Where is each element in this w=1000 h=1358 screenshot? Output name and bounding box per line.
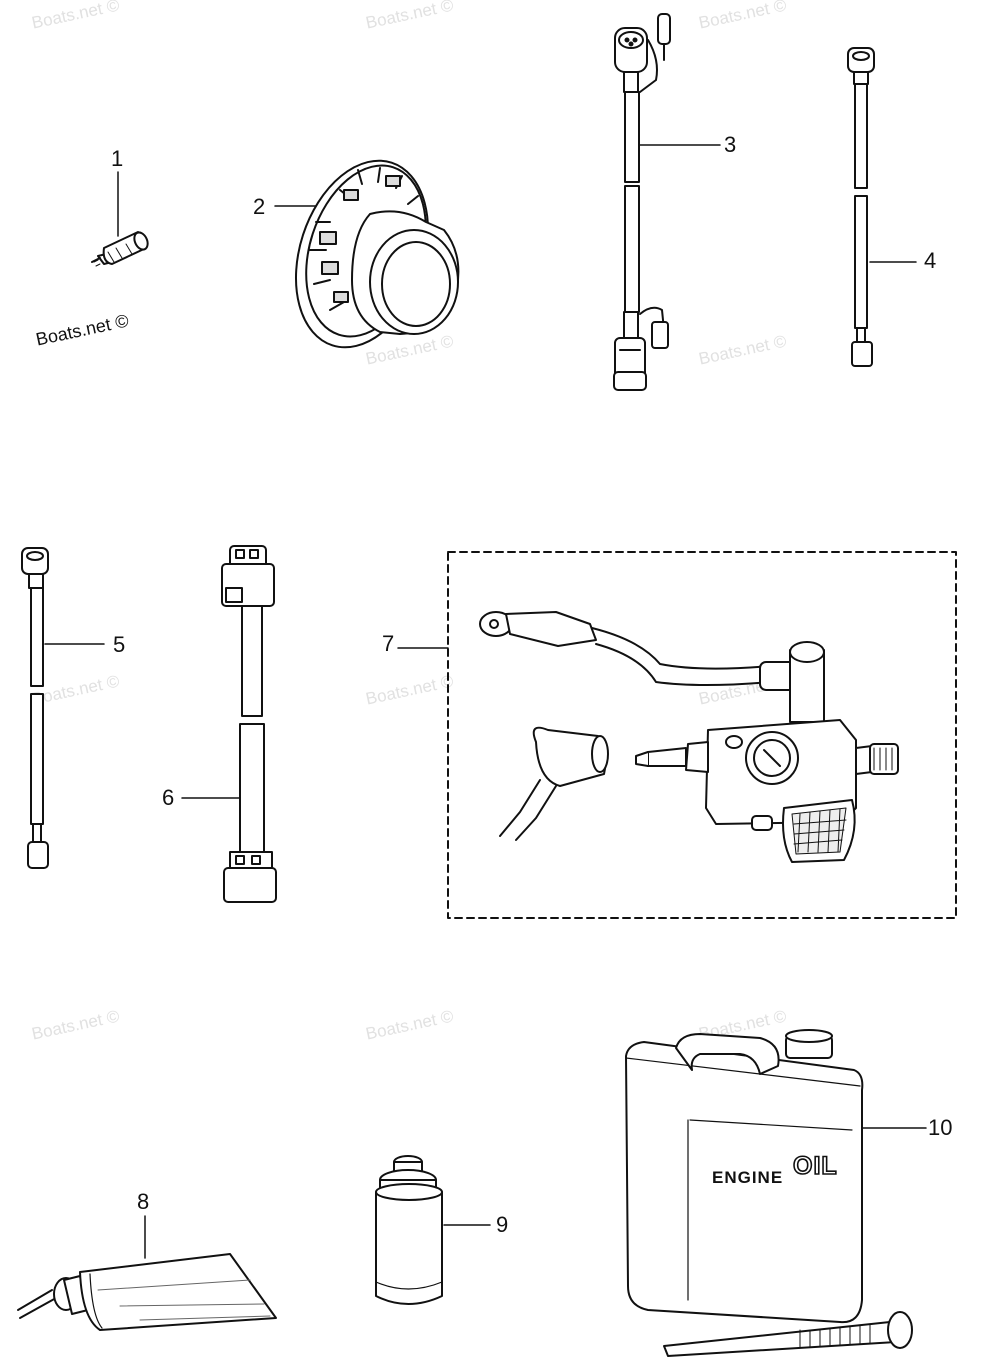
callout-6: 6 (162, 785, 175, 810)
part-8-tube (17, 1215, 277, 1331)
callout-10: 10 (928, 1115, 953, 1140)
part-2-grommet (274, 159, 460, 349)
callout-9: 9 (496, 1212, 509, 1237)
part-9-can (375, 1155, 491, 1305)
callout-7: 7 (382, 631, 395, 656)
part-3-harness (613, 13, 721, 391)
canister-label-engine: ENGINE (712, 1168, 784, 1187)
callout-1: 1 (111, 146, 124, 171)
callout-2: 2 (253, 194, 266, 219)
callout-5: 5 (113, 632, 126, 657)
callout-8: 8 (137, 1189, 150, 1214)
part-1-fitting (91, 171, 149, 267)
part-7-kit (397, 551, 957, 919)
canister-label-oil: OIL (792, 1151, 838, 1181)
part-10-oil-canister (625, 1029, 927, 1357)
part-4-cable (847, 47, 917, 367)
part-5-cable (21, 547, 105, 869)
callout-4: 4 (924, 248, 937, 273)
callout-3: 3 (724, 132, 737, 157)
part-6-connector-cable (181, 545, 277, 903)
